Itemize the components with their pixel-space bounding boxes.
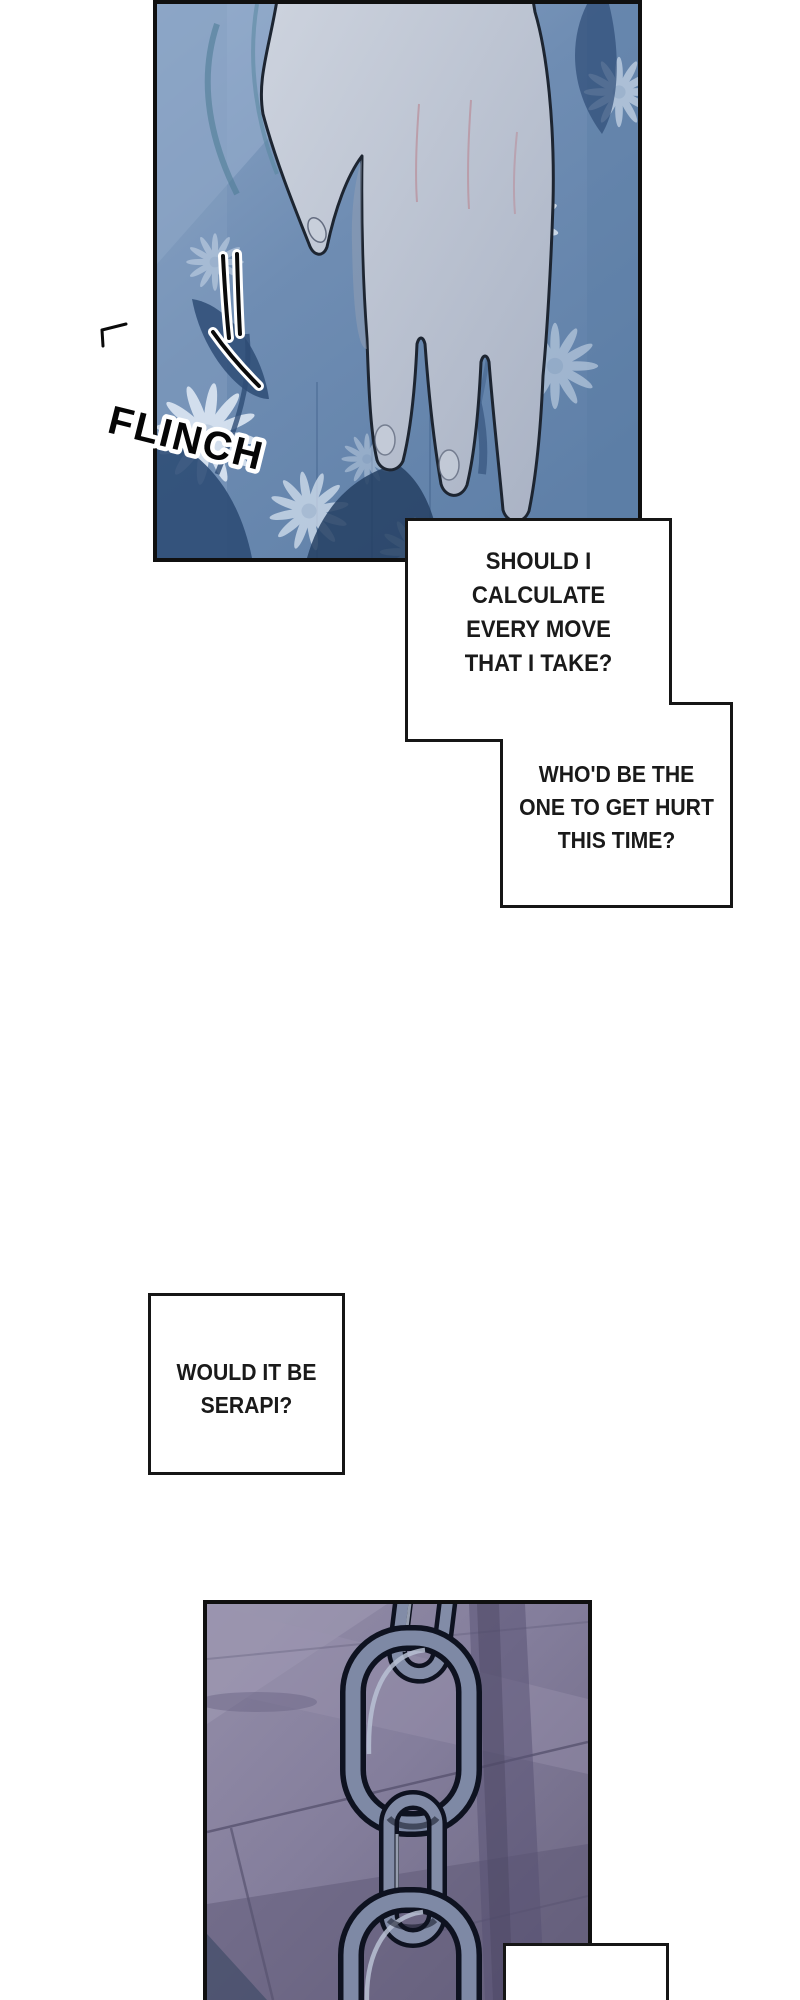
text-line: SERAPI?	[200, 1392, 293, 1418]
thought-box-2	[503, 705, 730, 905]
text-line: THIS TIME?	[557, 827, 676, 853]
chain-artwork	[207, 1604, 588, 2000]
panel-chain	[203, 1600, 592, 2000]
text-line: SHOULD I	[485, 548, 592, 575]
motion-dash-lines	[208, 249, 264, 391]
thought-box-4-empty	[503, 1943, 669, 2000]
thought-box-1-text: SHOULD I CALCULATE EVERY MOVE THAT I TAK…	[418, 545, 658, 681]
text-line: THAT I TAKE?	[464, 650, 613, 677]
hand-artwork	[259, 4, 555, 523]
text-line: WOULD IT BE	[176, 1359, 317, 1385]
text-line: WHO'D BE THE	[538, 761, 695, 787]
thought-box-3	[148, 1293, 345, 1475]
hand-flowers-artwork	[157, 4, 638, 558]
hand-crease-lines	[414, 99, 518, 215]
thought-box-2-text: WHO'D BE THE ONE TO GET HURT THIS TIME?	[512, 758, 721, 857]
thought-box-1	[408, 521, 669, 739]
chain-shadow	[469, 1604, 545, 2000]
thought-box-3-text: WOULD IT BE SERAPI?	[159, 1356, 335, 1422]
chain-links	[338, 1604, 482, 2000]
panel-hand-flowers	[153, 0, 642, 562]
sfx-tick-mark	[98, 320, 130, 350]
text-line: CALCULATE	[471, 582, 606, 609]
text-line: EVERY MOVE	[466, 616, 611, 643]
text-line: ONE TO GET HURT	[519, 794, 714, 820]
